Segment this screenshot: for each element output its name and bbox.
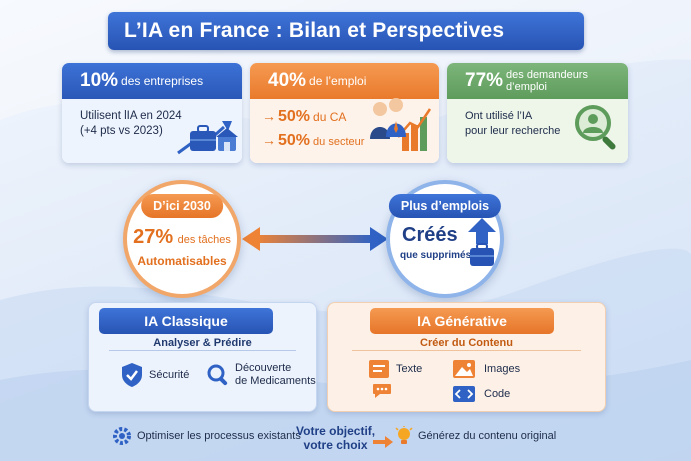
stat-line-1: Utilisent lIA en 2024 bbox=[80, 110, 182, 122]
stat-header: 10% des entreprises bbox=[62, 63, 242, 99]
stat-header: 77% des demandeurs d’emploi bbox=[447, 63, 628, 99]
feature-label-line-1: Découverte bbox=[235, 362, 292, 374]
horizon-label: des tâches bbox=[177, 234, 231, 246]
horizon-2030-circle: D’ici 2030 27% des tâches Automatisables bbox=[123, 180, 241, 298]
feature-drug-discovery: Découverte de Medicaments bbox=[207, 359, 316, 391]
shield-check-icon bbox=[122, 363, 142, 387]
footer-center-line-2: votre choix bbox=[303, 438, 368, 452]
panel-title: IA Générative bbox=[370, 308, 554, 334]
row-label: du secteur bbox=[313, 136, 365, 148]
chat-bubble-icon bbox=[373, 384, 391, 398]
stat-label: des entreprises bbox=[121, 74, 204, 88]
stat-percent: 10% bbox=[80, 70, 119, 91]
document-text-icon bbox=[369, 360, 389, 378]
jobs-created-circle: Plus d’emplois Créés que supprimés bbox=[386, 180, 504, 298]
divider bbox=[352, 350, 581, 351]
footer-generate: Générez du contenu original bbox=[395, 426, 556, 446]
image-icon bbox=[453, 360, 475, 378]
footer-optimize: Optimiser les processus existants bbox=[112, 426, 301, 446]
stat-label: de l’emploi bbox=[309, 74, 367, 88]
title-banner: L’IA en France : Bilan et Perspectives bbox=[108, 12, 584, 50]
panel-subtitle: Analyser & Prédire bbox=[153, 337, 252, 349]
magnifier-icon bbox=[207, 364, 228, 386]
jobs-big: Créés bbox=[402, 224, 458, 246]
feature-label-line-2: de Medicaments bbox=[235, 375, 316, 387]
footer-objective: Votre objectif, votre choix bbox=[296, 424, 375, 452]
feature-images: Images bbox=[452, 359, 520, 379]
stat-line-1: Ont utilisé l’IA bbox=[465, 110, 533, 122]
briefcase-icon bbox=[177, 121, 238, 155]
lightbulb-icon bbox=[395, 426, 413, 444]
horizon-percent: 27% bbox=[133, 226, 174, 248]
feature-code: Code bbox=[452, 385, 510, 403]
arrow-right-icon bbox=[373, 436, 393, 448]
arrow-right-icon: → bbox=[262, 108, 276, 124]
jobs-pill: Plus d’emplois bbox=[388, 194, 502, 218]
stat-row-secteur: → 50% du secteur bbox=[262, 133, 364, 150]
panel-ia-generative: IA Générative Créer du Contenu Texte Ima… bbox=[327, 302, 606, 412]
stat-percent: 40% bbox=[268, 70, 307, 91]
feature-security: Sécurité bbox=[121, 359, 189, 391]
job-search-icon bbox=[575, 105, 616, 150]
stat-card-employment: 40% de l’emploi → 50% du CA → 50% du sec… bbox=[250, 63, 439, 163]
feature-label: Images bbox=[484, 363, 521, 375]
panel-ia-classique: IA Classique Analyser & Prédire Sécurité… bbox=[88, 302, 317, 412]
footer: Optimiser les processus existants Votre … bbox=[0, 420, 691, 456]
stat-line-2: (+4 pts vs 2023) bbox=[80, 125, 163, 137]
row-value: 50% bbox=[278, 132, 311, 149]
stat-row-ca: → 50% du CA bbox=[262, 109, 346, 125]
footer-left-text: Optimiser les processus existants bbox=[137, 430, 301, 442]
double-arrow-icon bbox=[242, 227, 388, 251]
stat-label: des demandeurs d’emploi bbox=[506, 69, 588, 93]
footer-center-line-1: Votre objectif, bbox=[296, 424, 376, 438]
divider bbox=[109, 350, 296, 351]
stat-header: 40% de l’emploi bbox=[250, 63, 439, 99]
code-icon bbox=[453, 386, 475, 402]
horizon-label-2: Automatisables bbox=[137, 254, 227, 268]
panel-subtitle: Créer du Contenu bbox=[420, 337, 513, 349]
growth-briefcase-icon bbox=[468, 218, 496, 266]
panel-title: IA Classique bbox=[99, 308, 273, 334]
feature-label: Texte bbox=[396, 363, 423, 375]
feature-label: Sécurité bbox=[149, 369, 190, 381]
horizon-pill: D’ici 2030 bbox=[141, 194, 223, 218]
row-value: 50% bbox=[278, 108, 311, 125]
jobs-small: que supprimés bbox=[400, 250, 472, 261]
stat-percent: 77% bbox=[465, 70, 504, 91]
stat-card-companies: 10% des entreprises Utilisent lIA en 202… bbox=[62, 63, 242, 163]
feature-text: Texte bbox=[368, 359, 422, 379]
feature-label: Code bbox=[484, 388, 511, 400]
footer-right-text: Générez du contenu original bbox=[418, 430, 557, 442]
row-label: du CA bbox=[313, 110, 347, 124]
feature-chat bbox=[372, 383, 392, 399]
page-title: L’IA en France : Bilan et Perspectives bbox=[124, 19, 505, 42]
gear-icon bbox=[113, 427, 131, 445]
stat-line-2: pour leur recherche bbox=[465, 125, 561, 137]
stat-card-jobseekers: 77% des demandeurs d’emploi Ont utilisé … bbox=[447, 63, 628, 163]
business-people-icon bbox=[370, 98, 432, 151]
arrow-right-icon: → bbox=[262, 132, 276, 148]
